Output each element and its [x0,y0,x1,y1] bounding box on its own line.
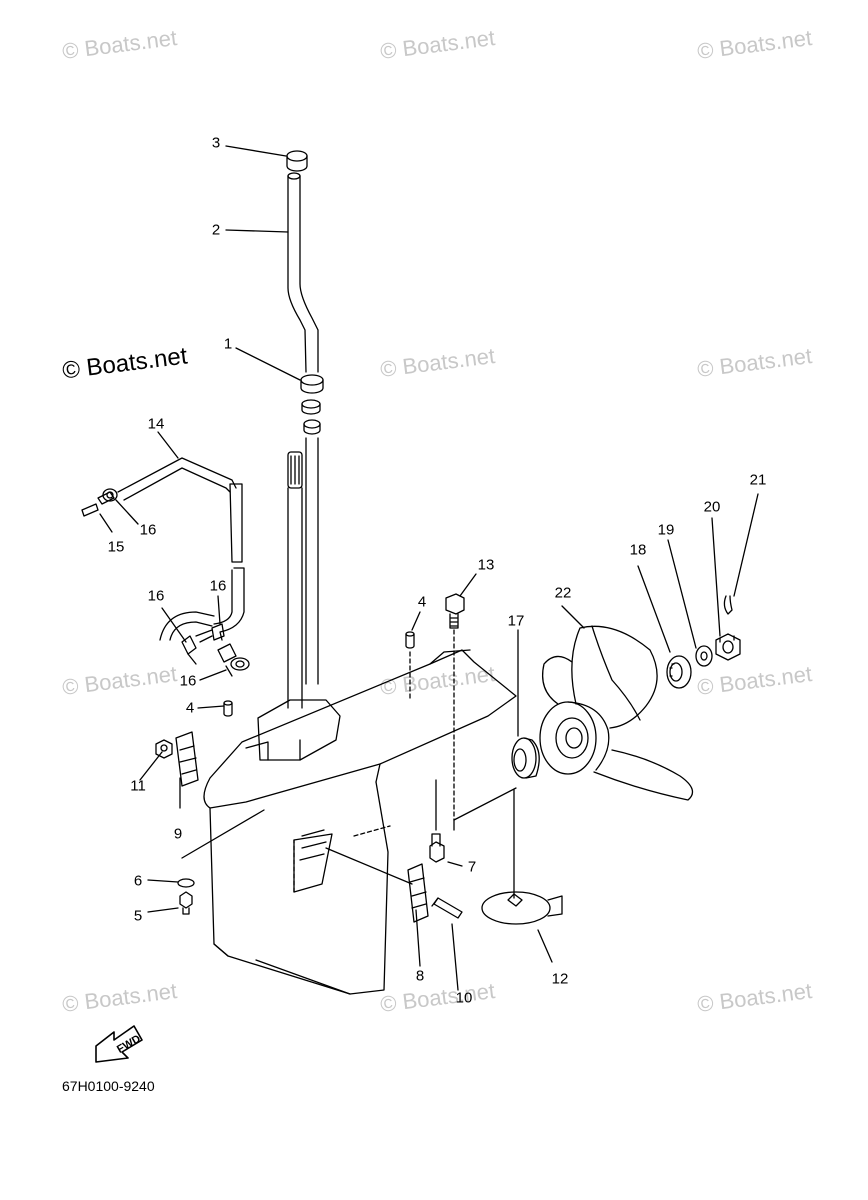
part-12-trim-tab [481,891,563,925]
callout-20: 20 [703,498,721,516]
part-5-bolt [179,891,193,915]
callout-16: 16 [147,587,165,605]
part-13-bolt [445,593,465,629]
callout-16: 16 [139,521,157,539]
part-7-bolt [429,833,445,863]
callout-17: 17 [507,612,525,630]
part-6-washer [177,878,195,888]
part-14-hose [117,457,245,641]
callout-9: 9 [173,825,183,843]
callout-1: 1 [223,335,233,353]
callout-11: 11 [130,777,146,795]
leader-lines [99,145,759,991]
diagram-code: 67H0100-9240 [62,1078,155,1094]
callout-10: 10 [455,989,473,1007]
lower-unit-casing [203,649,517,995]
part-15-nipple [81,491,115,517]
callout-21: 21 [749,471,767,489]
drive-shaft [287,437,319,709]
callout-3: 3 [211,134,221,152]
callout-8: 8 [415,967,425,985]
casing-dashed-lines [293,629,455,893]
callout-12: 12 [551,970,569,988]
callout-6: 6 [133,872,143,890]
callout-19: 19 [657,521,675,539]
callout-4: 4 [417,593,427,611]
part-18-spacer [666,655,692,689]
part-16-clip [102,488,118,502]
part-4-pin [223,700,233,717]
part-11-nut [155,739,173,759]
callout-13: 13 [477,556,495,574]
callout-5: 5 [133,907,143,925]
callout-16: 16 [209,577,227,595]
part-8-anode [407,863,429,923]
part-3-grommet [286,150,308,172]
callout-4: 4 [185,699,195,717]
callout-15: 15 [107,538,125,556]
part-9-anode [175,731,199,787]
part-1-grommet-stack [300,374,324,435]
callout-18: 18 [629,541,647,559]
part-22-propeller [539,625,694,801]
part-17-thrust-washer [511,737,540,779]
part-19-washer [695,645,713,667]
part-16-clip-group [181,623,250,677]
callout-22: 22 [554,584,572,602]
part-4-pin [405,631,415,649]
callout-14: 14 [147,415,165,433]
part-10-bolt [431,897,463,919]
callout-2: 2 [211,221,221,239]
part-2-water-tube [287,172,319,373]
fwd-arrow: FWD [95,1025,143,1063]
callout-16: 16 [179,672,197,690]
part-20-castle-nut [715,633,741,661]
part-21-cotter-pin [723,595,733,615]
callout-7: 7 [467,858,477,876]
